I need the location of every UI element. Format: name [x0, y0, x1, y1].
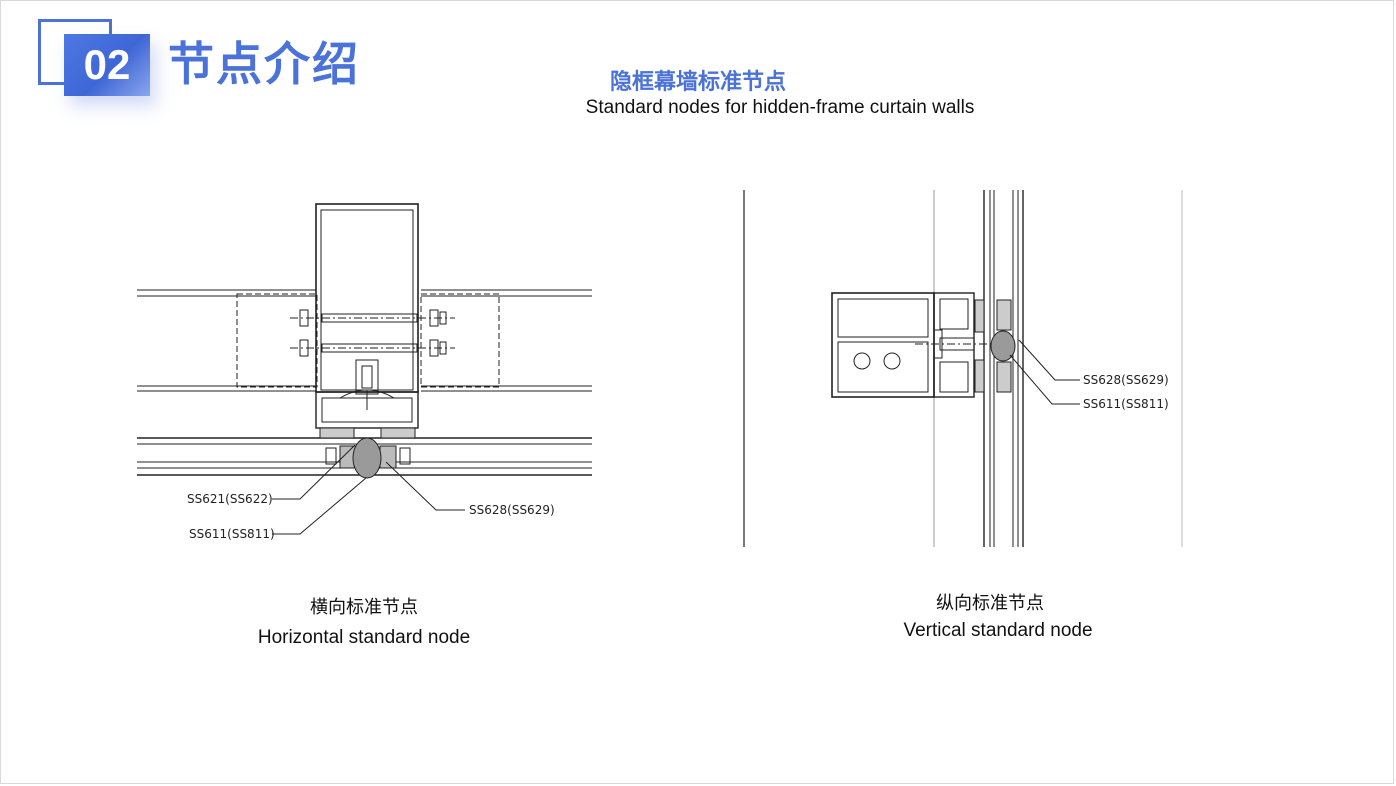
section-title: 节点介绍	[168, 37, 360, 91]
horizontal-callout-1: SS621(SS622)	[187, 492, 273, 506]
horizontal-callout-3: SS628(SS629)	[469, 503, 555, 517]
vertical-callout-1: SS628(SS629)	[1083, 373, 1169, 387]
diagram-title-en: Standard nodes for hidden-frame curtain …	[585, 97, 975, 118]
horizontal-caption-cn: 横向标准节点	[310, 597, 418, 618]
horizontal-caption-en: Horizontal standard node	[257, 627, 471, 648]
horizontal-callout-2: SS611(SS811)	[189, 527, 275, 541]
section-number: 02	[83, 41, 131, 88]
vertical-caption-cn: 纵向标准节点	[936, 593, 1044, 614]
diagram-title-cn: 隐框幕墙标准节点	[609, 70, 786, 95]
vertical-callout-2: SS611(SS811)	[1083, 397, 1169, 411]
vertical-node-drawing	[743, 190, 1183, 547]
section-number-badge	[64, 34, 150, 96]
horizontal-node-drawing	[137, 203, 592, 535]
vertical-caption-en: Vertical standard node	[903, 620, 1093, 641]
